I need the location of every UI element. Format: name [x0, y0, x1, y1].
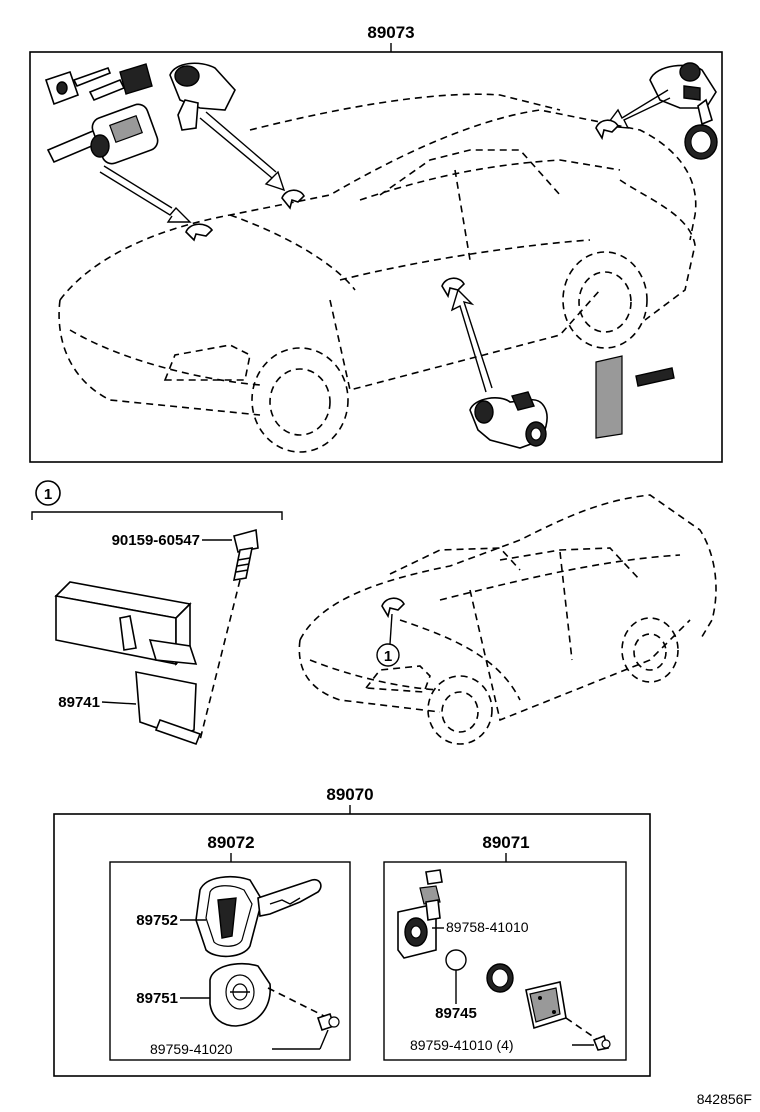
key-head-89752	[195, 876, 322, 958]
label-89759-41020: 89759-41020	[150, 1041, 233, 1057]
screw-install-line-right	[565, 1017, 599, 1041]
arrow-ignition	[99, 165, 192, 223]
car-callout-circle-1	[376, 643, 400, 667]
mount-point-2	[281, 189, 305, 210]
trunk-lock-cylinder	[649, 62, 717, 126]
callout-circle-1	[35, 480, 61, 506]
callout-bracket	[31, 511, 283, 520]
screw-install-line-left	[267, 987, 329, 1019]
label-89741: 89741	[58, 694, 100, 711]
label-89759-41010-4: 89759-41010 (4)	[410, 1037, 514, 1053]
car-callout-1-label: 1	[384, 648, 392, 665]
key-illustration	[88, 63, 153, 102]
trunk-ring-inner	[690, 130, 712, 154]
computer-mount-point	[381, 597, 405, 619]
callout-1-label: 1	[44, 486, 52, 503]
key-blank-illustration	[44, 66, 112, 106]
transmitter-assembly-frame	[53, 813, 651, 1077]
label-89751: 89751	[136, 990, 178, 1007]
screw-89759-41010	[592, 1034, 611, 1051]
label-89073: 89073	[367, 23, 414, 42]
leader-89741	[101, 701, 137, 705]
bolt-illustration	[232, 528, 259, 581]
key-set-frame	[109, 861, 351, 1061]
insert-clip	[635, 367, 675, 387]
mount-point-3	[595, 119, 619, 141]
car-illustration-top	[58, 93, 697, 453]
computer-unit-89741	[54, 581, 202, 746]
drawing-code: 842856F	[697, 1091, 752, 1107]
ignition-lock-cylinder	[46, 103, 159, 165]
battery-89745	[445, 949, 467, 971]
leader-car-callout	[389, 613, 393, 645]
label-89070: 89070	[326, 785, 373, 804]
transmitter-cover-plate	[525, 981, 567, 1030]
transmitter-set-frame	[383, 861, 627, 1061]
screw-89759-41020	[316, 1012, 340, 1032]
label-89072: 89072	[207, 833, 254, 852]
mount-point-4	[441, 277, 465, 299]
mount-point-1	[185, 223, 214, 242]
label-89758-41010: 89758-41010	[446, 919, 529, 935]
label-89752: 89752	[136, 912, 178, 929]
label-89071: 89071	[482, 833, 529, 852]
door-lock-cylinder	[469, 391, 548, 449]
bolt-install-line	[199, 579, 241, 741]
label-89745: 89745	[435, 1005, 477, 1022]
hood-lock-cylinder	[169, 62, 236, 131]
cover-plate	[595, 355, 623, 439]
transmitter-board	[397, 869, 443, 959]
arrow-door	[450, 288, 493, 393]
car-illustration-middle	[298, 494, 717, 745]
leader-89759-41020-tail	[319, 1029, 329, 1050]
label-90159-60547: 90159-60547	[112, 532, 200, 549]
arrow-hood	[199, 111, 286, 192]
o-ring-inner	[491, 968, 509, 988]
transmitter-cover-89751	[209, 962, 271, 1027]
top-assembly-frame	[29, 51, 723, 463]
